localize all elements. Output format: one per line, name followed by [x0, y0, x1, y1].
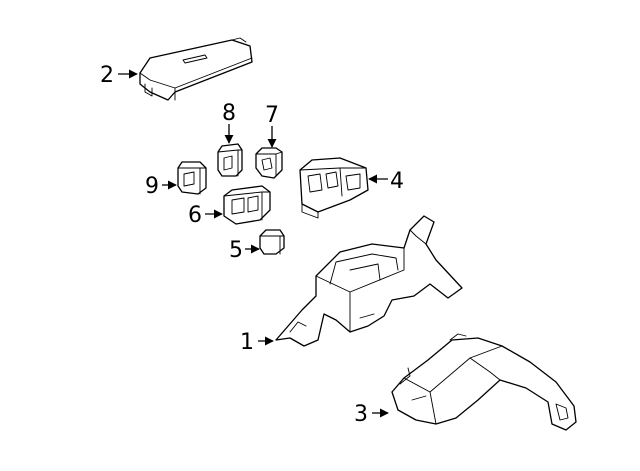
leader-lines — [118, 69, 389, 418]
part-3-tray — [391, 333, 577, 431]
callout-8: 8 — [222, 101, 236, 126]
part-5-relay — [259, 229, 285, 255]
part-7-relay — [255, 147, 283, 179]
callout-7: 7 — [265, 103, 279, 128]
part-8-relay — [217, 143, 243, 177]
part-2-cover — [139, 37, 253, 101]
callout-labels: 2 8 7 9 4 6 5 1 3 — [100, 63, 404, 427]
callout-4: 4 — [390, 169, 404, 194]
part-9-relay — [177, 161, 207, 195]
callout-2: 2 — [100, 63, 114, 88]
callout-5: 5 — [229, 238, 243, 263]
callout-1: 1 — [240, 330, 254, 355]
callout-3: 3 — [354, 402, 368, 427]
part-4-junction-block — [299, 157, 369, 219]
callout-9: 9 — [145, 174, 159, 199]
callout-6: 6 — [188, 203, 202, 228]
part-6-relay-block — [223, 185, 271, 225]
part-1-housing — [275, 215, 463, 347]
